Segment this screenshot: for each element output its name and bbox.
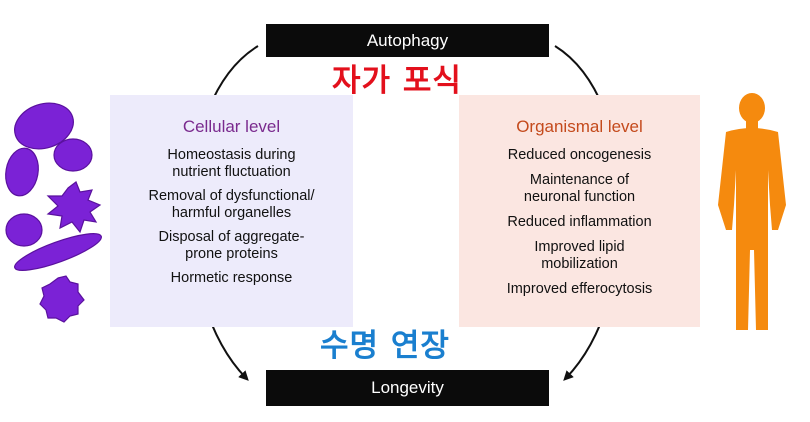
autophagy-label: Autophagy bbox=[366, 31, 449, 50]
list-item: Reduced inflammation bbox=[507, 214, 652, 230]
list-item: Improved lipid mobilization bbox=[534, 239, 625, 272]
list-item: Hormetic response bbox=[170, 270, 293, 286]
cell-icon bbox=[14, 233, 102, 271]
list-item: Maintenance of neuronal function bbox=[523, 172, 636, 205]
list-item: Removal of dysfunctional/ harmful organe… bbox=[148, 188, 315, 221]
list-item: Reduced oncogenesis bbox=[507, 147, 652, 163]
organismal-level-panel: Organismal level Reduced oncogenesis Mai… bbox=[459, 95, 700, 327]
cell-icon bbox=[46, 181, 102, 234]
cell-icon bbox=[5, 213, 43, 247]
korean-longevity-label: 수명 연장 bbox=[320, 328, 450, 364]
organismal-level-list: Reduced oncogenesis Maintenance of neuro… bbox=[459, 147, 700, 298]
organismal-level-title: Organismal level bbox=[516, 117, 643, 136]
cellular-level-title: Cellular level bbox=[182, 117, 281, 136]
cell-icon bbox=[5, 147, 39, 197]
cell-icon bbox=[14, 102, 74, 150]
longevity-label: Longevity bbox=[371, 378, 444, 397]
list-item: Homeostasis during nutrient fluctuation bbox=[167, 147, 296, 180]
autophagy-bar: Autophagy bbox=[266, 24, 549, 57]
cell-icon bbox=[53, 138, 93, 172]
list-item: Improved efferocytosis bbox=[506, 281, 653, 297]
cellular-level-list: Homeostasis during nutrient fluctuation … bbox=[110, 147, 353, 287]
cellular-level-panel: Cellular level Homeostasis during nutrie… bbox=[110, 95, 353, 327]
list-item: Disposal of aggregate- prone proteins bbox=[158, 229, 305, 262]
longevity-bar: Longevity bbox=[266, 370, 549, 406]
cell-icon bbox=[39, 275, 85, 323]
korean-autophagy-label: 자가 포식 bbox=[332, 63, 462, 99]
